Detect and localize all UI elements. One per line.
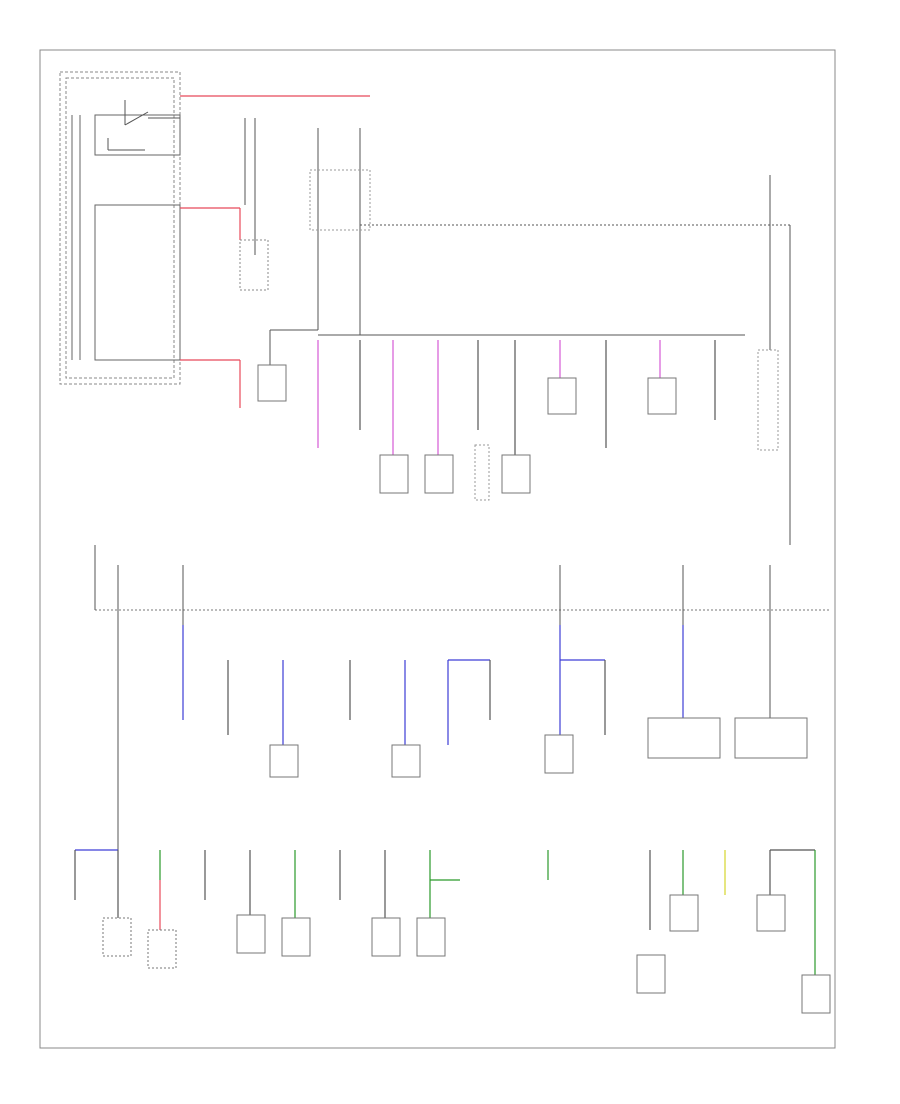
relay-switch-symbol [107, 100, 180, 151]
middle-feed-lines [94, 545, 771, 850]
bottom-box-4 [281, 917, 311, 957]
mid-box-2 [391, 744, 421, 778]
relay-box-outline [71, 114, 181, 361]
component-box-2 [424, 454, 454, 494]
bottom-box-6 [416, 917, 446, 957]
fuel-pump-relay-box [257, 364, 287, 402]
component-box-5 [647, 377, 677, 415]
upper-feed-lines [244, 118, 791, 545]
bottom-box-2 [147, 929, 177, 969]
under-hood-fuse-relay-box [59, 71, 181, 385]
middle-components [269, 717, 808, 778]
bottom-box-8 [669, 894, 699, 932]
upper-components [257, 364, 677, 494]
right-headlight-relay-box [647, 717, 721, 759]
middle-branch-wires [182, 625, 771, 750]
upper-branch-wires [317, 340, 716, 455]
connector-brackets [474, 349, 779, 501]
bottom-box-3 [236, 914, 266, 954]
relay-component [239, 239, 269, 291]
component-box-3 [501, 454, 531, 494]
bottom-box-9 [756, 894, 786, 932]
bottom-box-5 [371, 917, 401, 957]
bottom-box-7 [636, 954, 666, 994]
component-box-4 [547, 377, 577, 415]
page-frame [39, 49, 836, 1049]
mid-box-1 [269, 744, 299, 778]
bottom-components [102, 894, 831, 1014]
bottom-box-10 [801, 974, 831, 1014]
left-headlight-relay-box [734, 717, 808, 759]
fuse-block-upper [309, 169, 371, 231]
bottom-feed-lines [74, 849, 816, 975]
component-box-1 [379, 454, 409, 494]
mid-box-3 [544, 734, 574, 774]
battery-feed-wires [180, 95, 370, 408]
bottom-box-1 [102, 917, 132, 957]
